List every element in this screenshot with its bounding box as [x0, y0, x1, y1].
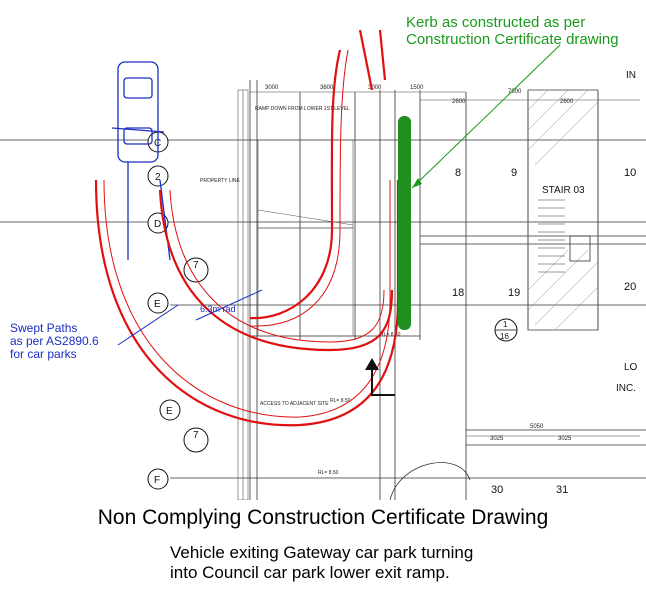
grid-label: F — [154, 475, 160, 486]
direction-arrowhead — [365, 358, 379, 370]
rl-note: RL= 8.50 — [318, 470, 339, 476]
swept-annotation-line: as per AS2890.6 — [10, 334, 99, 348]
room-label: LO — [624, 362, 638, 373]
direction-arrow — [371, 362, 395, 396]
bay-number: 30 — [491, 484, 503, 496]
bay-number: 19 — [508, 287, 520, 299]
section-sheet: 16 — [500, 332, 509, 341]
room-labels: STAIR 03 INC. LO IN — [542, 70, 638, 394]
dim-label: 3025 — [490, 436, 504, 442]
room-label: IN — [626, 70, 636, 81]
dimension-lines — [250, 91, 640, 437]
section-marker: 1 16 — [494, 318, 518, 342]
ramp-curve — [389, 462, 471, 500]
rl-note: RL= 8.50 — [380, 332, 401, 338]
caption-line: into Council car park lower exit ramp. — [170, 563, 450, 582]
dim-label: 5050 — [530, 424, 544, 430]
kerb-marker — [398, 116, 411, 330]
dimension-labels: 3000 3600 3000 1500 2600 7800 2600 3025 … — [265, 85, 574, 442]
bay-numbers: 8 9 10 18 19 20 30 31 — [452, 167, 636, 496]
bay-number: 31 — [556, 484, 568, 496]
dim-label: 2600 — [452, 99, 466, 105]
kerb-leader-arrow — [412, 178, 422, 188]
dim-label: 1500 — [410, 85, 424, 91]
stair-core — [527, 89, 599, 331]
dim-label: 7800 — [508, 89, 522, 95]
section-number: 1 — [503, 320, 508, 329]
ramp-note: RAMP DOWN FROM LOWER 1ST LEVEL — [255, 106, 350, 112]
grid-label: 2 — [155, 172, 161, 183]
bay-number: 8 — [455, 167, 461, 179]
swept-annotation-line: Swept Paths — [10, 321, 78, 335]
ramp-structure — [237, 89, 354, 500]
swept-path-annotation: Swept Paths as per AS2890.6 for car park… — [10, 322, 99, 361]
structural-grid — [0, 80, 646, 500]
bay-number: 20 — [624, 281, 636, 293]
kerb-leader-line — [411, 44, 561, 189]
caption-subtitle: Vehicle exiting Gateway car park turning… — [170, 543, 473, 583]
room-label: INC. — [616, 383, 636, 394]
grid-label: E — [154, 299, 161, 310]
rl-note: RL= 8.50 — [330, 398, 351, 404]
swept-leader-line — [117, 304, 179, 346]
dim-label: 3000 — [368, 85, 382, 91]
bay-number: 18 — [452, 287, 464, 299]
bay-number: 9 — [511, 167, 517, 179]
stair-label: STAIR 03 — [542, 185, 585, 196]
swept-annotation-line: for car parks — [10, 347, 77, 361]
grid-bubbles: C 2 D E E F 7 7 — [147, 131, 209, 490]
grid-label: 7 — [193, 260, 199, 271]
dim-label: 3000 — [265, 85, 279, 91]
caption-title: Non Complying Construction Certificate D… — [97, 506, 549, 529]
dim-label: 2600 — [560, 99, 574, 105]
access-note: ACCESS TO ADJACENT SITE — [260, 401, 329, 407]
radius-line — [195, 289, 263, 321]
floor-plan: 3000 3600 3000 1500 2600 7800 2600 3025 … — [0, 29, 646, 500]
dim-label: 3600 — [320, 85, 334, 91]
property-line-note: PROPERTY LINE — [200, 178, 240, 184]
bay-number: 10 — [624, 167, 636, 179]
swept-paths — [94, 29, 400, 427]
kerb-annotation-line: Construction Certificate drawing — [406, 31, 619, 48]
dim-label: 3025 — [558, 436, 572, 442]
grid-label: E — [166, 406, 173, 417]
grid-label: D — [154, 219, 161, 230]
caption-line: Vehicle exiting Gateway car park turning — [170, 543, 474, 562]
radius-label: 6.3m rad — [200, 304, 236, 314]
drawing-notes: RAMP DOWN FROM LOWER 1ST LEVEL PROPERTY … — [200, 106, 401, 476]
grid-label: 7 — [193, 430, 199, 441]
kerb-annotation: Kerb as constructed as per Construction … — [406, 14, 619, 48]
kerb-annotation-line: Kerb as constructed as per — [406, 14, 586, 31]
